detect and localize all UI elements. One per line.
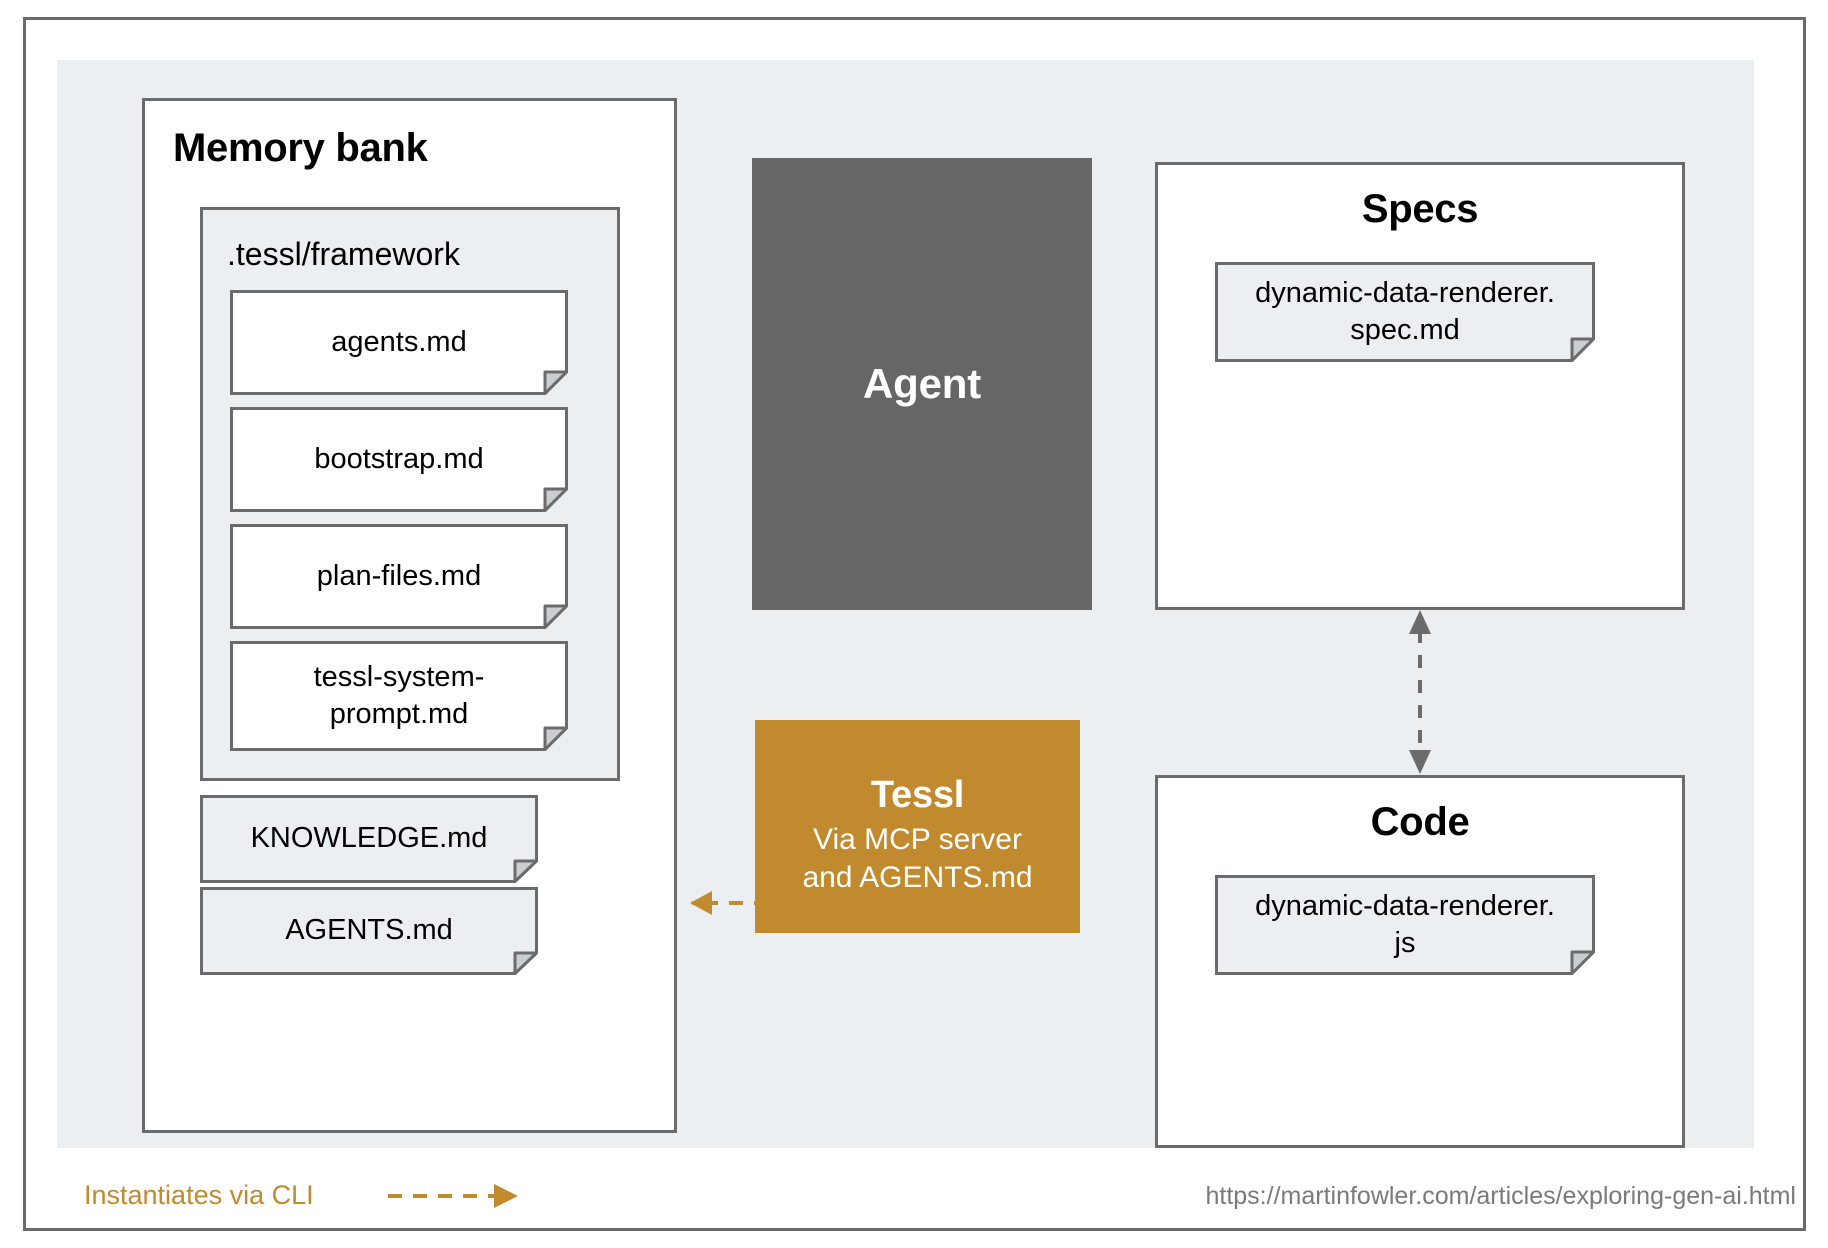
- tessl-subtitle: Via MCP server and AGENTS.md: [802, 821, 1032, 898]
- legend-label: Instantiates via CLI: [84, 1180, 314, 1210]
- code-title: Code: [1370, 800, 1470, 844]
- agent-label: Agent: [863, 360, 981, 407]
- file-card-agents-md-root[interactable]: AGENTS.md: [200, 887, 538, 975]
- code-panel: Code dynamic-data-renderer. js: [1155, 775, 1685, 1148]
- file-card-label: tessl-system- prompt.md: [246, 659, 552, 733]
- arrow-head: [690, 891, 712, 915]
- instantiates-arrow-tessl-to-memory-bank: [690, 891, 768, 915]
- file-card-tessl-system-prompt-md[interactable]: tessl-system- prompt.md: [230, 641, 568, 751]
- file-card-agents-md[interactable]: agents.md: [230, 290, 568, 395]
- file-card-label-line1: dynamic-data-renderer.: [1255, 889, 1555, 922]
- file-card-label: KNOWLEDGE.md: [250, 822, 488, 855]
- specs-panel: Specs dynamic-data-renderer. spec.md: [1155, 162, 1685, 610]
- file-card-label: dynamic-data-renderer. spec.md: [1231, 275, 1579, 349]
- memory-bank-title: Memory bank: [173, 126, 428, 170]
- file-card-bootstrap-md[interactable]: bootstrap.md: [230, 407, 568, 512]
- file-card-plan-files-md[interactable]: plan-files.md: [230, 524, 568, 629]
- legend-arrow-icon: [388, 1184, 518, 1208]
- file-card-label: AGENTS.md: [285, 914, 453, 947]
- file-card-label-line1: tessl-system-: [313, 660, 485, 693]
- diagram-outer-frame: [23, 17, 1806, 1231]
- tessl-subtitle-line2: and AGENTS.md: [802, 861, 1033, 894]
- arrow-head-down: [1409, 750, 1431, 774]
- file-card-label: plan-files.md: [316, 559, 482, 592]
- file-card-label: agents.md: [331, 325, 467, 358]
- source-url: https://martinfowler.com/articles/explor…: [1205, 1182, 1796, 1210]
- file-card-knowledge-md[interactable]: KNOWLEDGE.md: [200, 795, 538, 883]
- file-card-label-line2: js: [1394, 927, 1416, 959]
- file-card-label: dynamic-data-renderer. js: [1231, 888, 1579, 962]
- file-card-dynamic-data-renderer-js[interactable]: dynamic-data-renderer. js: [1215, 875, 1595, 975]
- legend-arrow-head: [494, 1184, 518, 1208]
- specs-code-bidirectional-arrow: [1409, 610, 1431, 774]
- file-card-label-line2: prompt.md: [329, 698, 469, 730]
- file-card-label: bootstrap.md: [314, 442, 484, 475]
- file-card-dynamic-data-renderer-spec-md[interactable]: dynamic-data-renderer. spec.md: [1215, 262, 1595, 362]
- arrow-head-up: [1409, 610, 1431, 634]
- tessl-framework-label: .tessl/framework: [227, 236, 460, 272]
- memory-bank-container: Memory bank .tessl/framework agents.md b…: [142, 98, 677, 1133]
- tessl-box[interactable]: Tessl Via MCP server and AGENTS.md: [755, 720, 1080, 933]
- tessl-framework-group: .tessl/framework agents.md bootstrap.md: [200, 207, 620, 781]
- file-card-label-line1: dynamic-data-renderer.: [1255, 276, 1555, 309]
- specs-title: Specs: [1361, 187, 1479, 231]
- tessl-subtitle-line1: Via MCP server: [813, 822, 1022, 856]
- agent-box[interactable]: Agent: [752, 158, 1092, 610]
- tessl-title: Tessl: [870, 773, 965, 816]
- file-card-label-line2: spec.md: [1350, 314, 1460, 346]
